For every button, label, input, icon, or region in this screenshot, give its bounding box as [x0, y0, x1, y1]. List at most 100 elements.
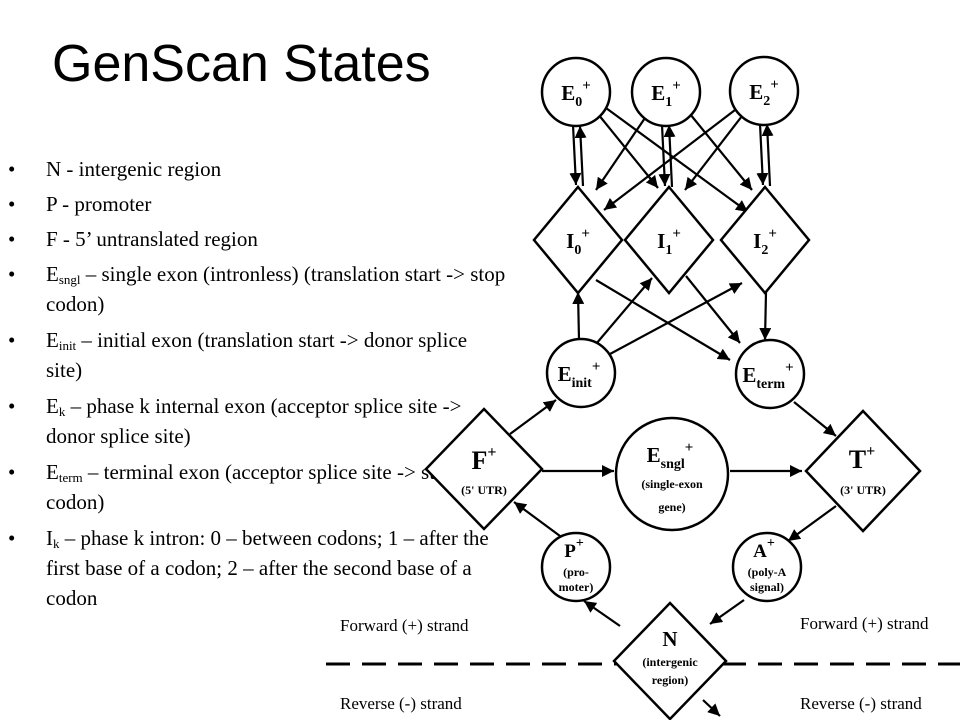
arrow-p-to-f — [513, 501, 561, 537]
intergenic-state: N (intergenic region) — [612, 601, 728, 720]
arrow-einit-to-i1 — [595, 277, 653, 345]
initial-exon-state: Einit+ — [545, 337, 617, 409]
exon-state-e2: E2+ — [728, 55, 800, 127]
arrow-i0-to-e0 — [574, 125, 587, 187]
state-label: E1+ — [651, 78, 681, 110]
slide-title: GenScan States — [52, 35, 431, 93]
state-diamond — [719, 185, 811, 295]
bullet-subscript: term — [58, 470, 83, 485]
bullet-item-eterm: •Eterm – terminal exon (acceptor splice … — [8, 457, 508, 517]
bullet-text: – phase k internal exon (acceptor splice… — [46, 394, 462, 448]
bullet-subscript: k — [53, 536, 60, 551]
state-label: P+ — [564, 536, 584, 562]
bullet-dot: • — [8, 157, 16, 181]
arrow-a-to-n — [709, 599, 745, 625]
state-caption: region) — [652, 673, 688, 687]
arrow-i2-to-eterm — [759, 291, 772, 341]
bullet-dot: • — [8, 227, 16, 251]
state-diamond — [612, 601, 728, 720]
state-label: I1+ — [657, 226, 681, 258]
bullet-symbol: E — [46, 394, 59, 418]
poly-a-signal-state: A+ (poly-A signal) — [731, 531, 803, 603]
state-caption: (poly-A — [748, 565, 787, 579]
bullet-item-ek: • Ek – phase k internal exon (acceptor sp… — [8, 391, 508, 451]
terminal-exon-state: Eterm+ — [734, 338, 806, 410]
state-circle — [731, 531, 803, 603]
arrow-i1-to-eterm — [685, 275, 741, 344]
state-circle — [734, 338, 806, 410]
state-label: I2+ — [753, 226, 777, 258]
state-caption: (single-exon — [641, 477, 703, 491]
arrow-n-to-p — [583, 600, 621, 627]
state-caption: (intergenic — [642, 655, 698, 669]
transition-arrows — [509, 107, 837, 717]
exon-state-e0: E0+ — [540, 56, 612, 128]
state-circle — [545, 337, 617, 409]
three-prime-utr-state: T+ (3' UTR) — [804, 409, 922, 533]
state-label: E2+ — [749, 77, 779, 109]
bullet-dot: • — [8, 394, 16, 418]
arrow-i2-to-e2 — [761, 123, 774, 187]
arrow-e2-to-i1 — [684, 115, 743, 191]
state-circle — [728, 55, 800, 127]
state-diamond — [424, 407, 544, 531]
bullet-dot: • — [8, 460, 16, 484]
state-caption: moter) — [559, 580, 594, 594]
state-label: Einit+ — [558, 359, 601, 391]
bullet-text: – single exon (intronless) (translation … — [46, 262, 506, 316]
bullet-symbol: E — [46, 328, 59, 352]
state-label: F+ — [471, 444, 496, 475]
bullet-symbol: E — [46, 460, 59, 484]
bullet-item-p: • P - promoter — [8, 189, 508, 219]
arrow-e1-to-i2 — [689, 113, 753, 191]
state-label: T+ — [849, 443, 875, 474]
arrow-n-to-reverse — [702, 699, 721, 717]
five-prime-utr-state: F+ (5' UTR) — [424, 407, 544, 531]
state-label: N — [662, 627, 677, 651]
bullet-text: N - intergenic region — [46, 157, 222, 181]
state-diamond — [532, 185, 624, 295]
arrow-e0-to-i0 — [569, 124, 582, 186]
arrow-e1-to-i1 — [658, 124, 671, 187]
state-caption: (3' UTR) — [840, 483, 886, 497]
bullet-text: – phase k intron: 0 – between codons; 1 … — [46, 526, 489, 610]
state-circle — [614, 416, 730, 532]
state-label: I0+ — [566, 226, 590, 258]
state-caption: signal) — [750, 580, 784, 594]
bullet-dot: • — [8, 192, 16, 216]
bullet-dot: • — [8, 328, 16, 352]
state-label: E0+ — [561, 78, 591, 110]
state-caption: (5' UTR) — [461, 483, 507, 497]
bullet-text: P - promoter — [46, 192, 152, 216]
state-label: Eterm+ — [742, 360, 793, 392]
promoter-state: P+ (pro- moter) — [540, 531, 612, 603]
state-caption: (pro- — [563, 565, 589, 579]
arrow-f-to-einit — [509, 399, 557, 435]
reverse-strand-label-right: Reverse (-) strand — [800, 694, 922, 713]
bullet-item-einit: •Einit – initial exon (translation start… — [8, 325, 508, 385]
bullet-dot: • — [8, 262, 16, 286]
arrow-i0-to-eterm — [595, 279, 731, 361]
exon-state-e1: E1+ — [630, 56, 702, 128]
bullet-item-ik: •Ik – phase k intron: 0 – between codons… — [8, 523, 508, 613]
state-circle — [540, 531, 612, 603]
arrow-e1-to-i0 — [595, 117, 646, 191]
bullet-subscript: init — [58, 338, 77, 353]
state-label: Esngl+ — [647, 440, 694, 472]
arrow-eterm-to-t — [793, 401, 837, 437]
intron-state-i2: I2+ — [719, 185, 811, 295]
bullet-subscript: k — [58, 404, 66, 419]
state-diamond — [804, 409, 922, 533]
bullet-item-esngl: •Esngl – single exon (intronless) (trans… — [8, 259, 508, 319]
state-circle — [540, 56, 612, 128]
intron-state-i0: I0+ — [532, 185, 624, 295]
forward-strand-label-left: Forward (+) strand — [340, 616, 469, 635]
arrow-einit-to-i2 — [609, 282, 743, 355]
state-caption: gene) — [658, 500, 685, 514]
bullet-item-f: •F - 5’ untranslated region — [8, 224, 508, 254]
bullet-subscript: sngl — [58, 272, 81, 287]
bullet-item-n: • N - intergenic region — [8, 154, 508, 184]
forward-strand-label-right: Forward (+) strand — [800, 614, 929, 633]
reverse-strand-label-left: Reverse (-) strand — [340, 694, 462, 713]
arrow-e2-to-i0 — [603, 109, 736, 211]
